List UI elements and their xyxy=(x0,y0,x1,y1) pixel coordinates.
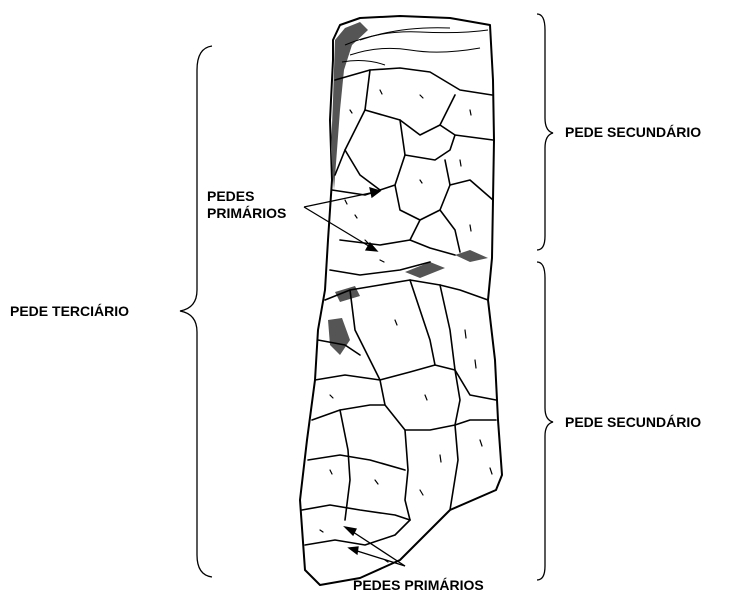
soil-column-outline xyxy=(300,16,502,585)
pedes-primarios-top-label: PEDES PRIMÁRIOS xyxy=(207,188,286,222)
brace-terciario xyxy=(180,46,212,577)
brace-secundario-top xyxy=(537,14,553,250)
brace-secundario-bottom xyxy=(537,262,553,580)
pedes-primarios-bottom-label: PEDES PRIMÁRIOS xyxy=(353,577,484,594)
pedes-primarios-top-line1: PEDES xyxy=(207,188,286,205)
pede-secundario-bottom-label: PEDE SECUNDÁRIO xyxy=(565,414,701,431)
pedes-primarios-top-line2: PRIMÁRIOS xyxy=(207,205,286,222)
pede-secundario-top-label: PEDE SECUNDÁRIO xyxy=(565,124,701,141)
pede-terciario-label: PEDE TERCIÁRIO xyxy=(10,303,129,320)
